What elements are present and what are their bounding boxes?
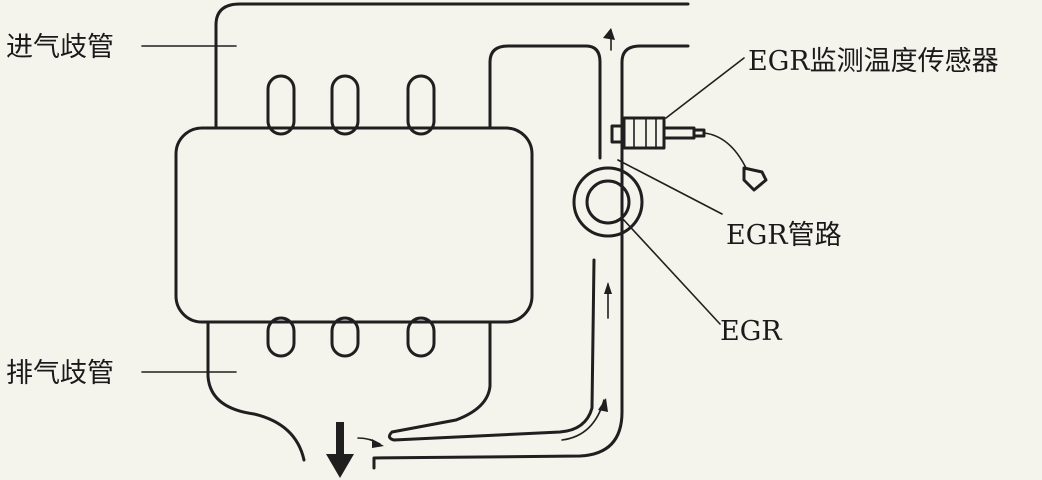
egr-pipe-label: EGR管路 (726, 220, 842, 251)
exhaust-manifold-outline (206, 320, 306, 462)
exhaust-outlet-arrow-head (326, 454, 354, 478)
leader-pipe (617, 159, 723, 215)
egr-valve-outer (572, 166, 644, 238)
exhaust-runner-1 (266, 316, 296, 358)
intake-manifold-inner-edge (488, 44, 602, 160)
intake-runner-2 (330, 74, 360, 136)
exhaust-runner-3 (406, 316, 436, 358)
engine-block (174, 126, 534, 324)
exhaust-manifold-right-edge (387, 258, 596, 442)
exhaust-manifold-label: 排气歧管 (6, 358, 114, 389)
egr-temp-sensor-label: EGR监测温度传感器 (748, 46, 999, 77)
flow-arrow-curve-head (598, 398, 608, 412)
egr-valve-inner (585, 179, 631, 225)
egr-temp-sensor-icon (610, 116, 768, 192)
intake-runner-3 (406, 74, 436, 136)
exhaust-runner-2 (330, 316, 360, 358)
intake-manifold-label: 进气歧管 (6, 32, 114, 63)
leader-sensor (665, 57, 745, 119)
leader-egr (621, 217, 721, 325)
flow-arrow-up-head (604, 282, 612, 294)
flow-arrow-top-head (603, 28, 615, 40)
egr-valve-label: EGR (720, 316, 782, 347)
flow-arrow-curve (561, 399, 605, 441)
intake-manifold-outline (214, 2, 690, 130)
exhaust-outlet-arrow-shaft (336, 422, 344, 458)
flow-arrow-in-head (372, 439, 384, 448)
intake-runner-1 (266, 74, 296, 136)
